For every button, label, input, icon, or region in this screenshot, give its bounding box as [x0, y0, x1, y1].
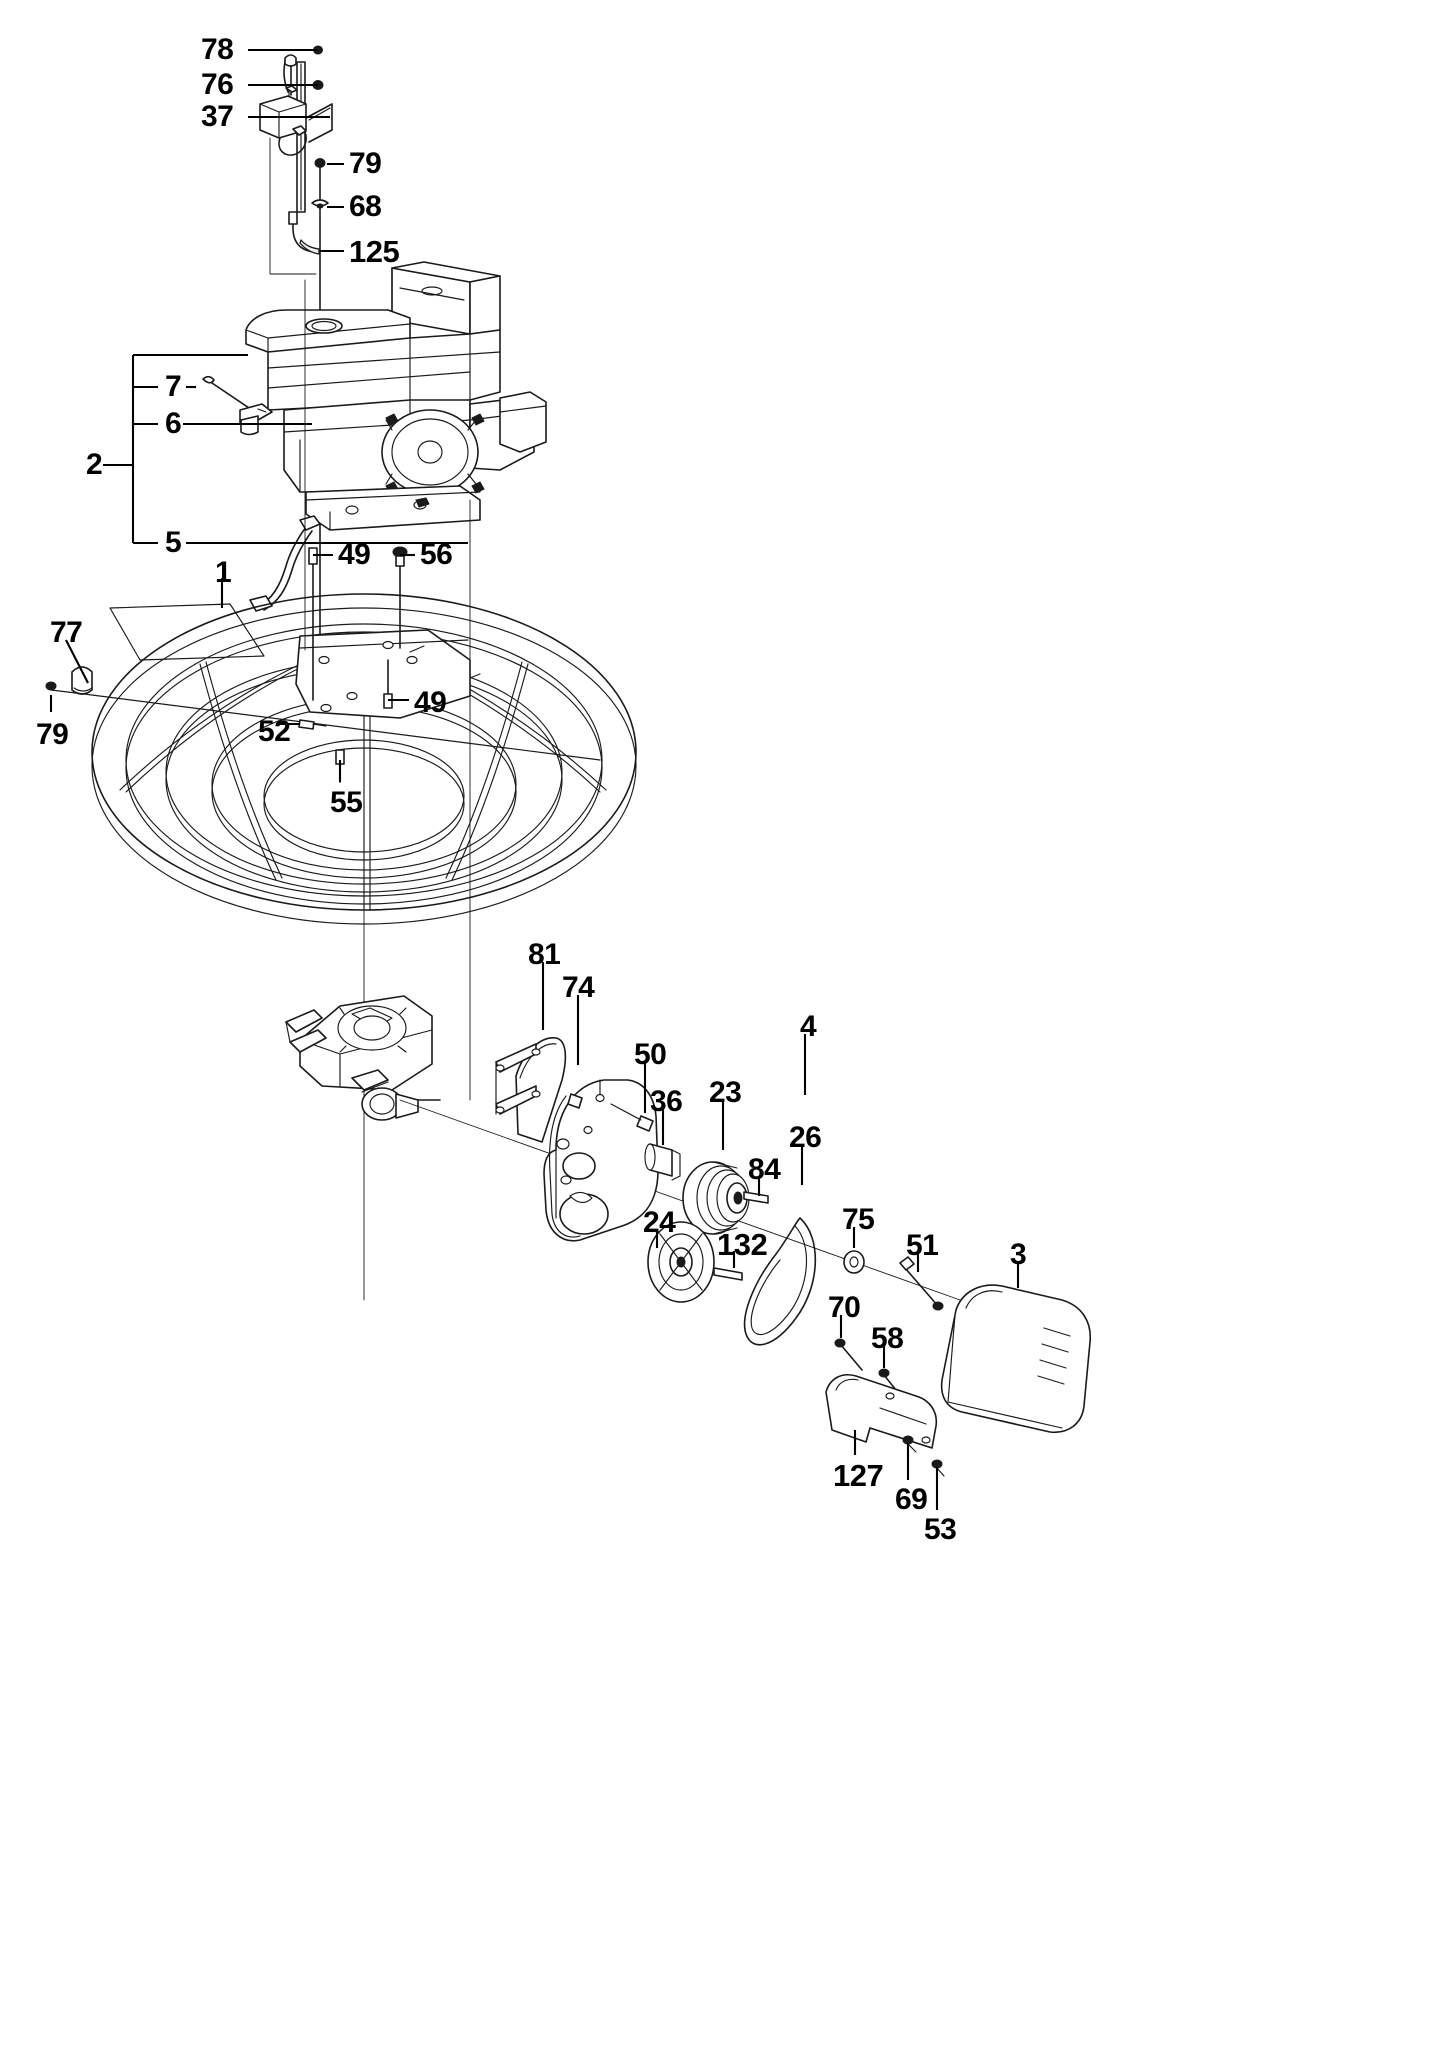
callout-78: 78: [201, 33, 234, 66]
callout-81: 81: [528, 938, 561, 971]
callout-4: 4: [800, 1010, 817, 1043]
callout-77: 77: [50, 616, 83, 649]
group-ring-guard: [45, 279, 637, 1301]
callout-53: 53: [924, 1513, 957, 1546]
callout-125: 125: [349, 234, 400, 269]
callout-7: 7: [165, 370, 182, 403]
callout-84: 84: [748, 1153, 781, 1186]
group-throttle-switch: [259, 45, 333, 213]
callout-74: 74: [562, 971, 595, 1004]
callout-23: 23: [709, 1076, 742, 1109]
leader-line-77: [65, 639, 89, 684]
callout-75: 75: [842, 1203, 875, 1236]
group-engine: [202, 261, 547, 612]
callout-79: 79: [349, 147, 382, 180]
callout-6: 6: [165, 407, 182, 440]
callout-3: 3: [1010, 1238, 1027, 1271]
callout-49: 49: [338, 538, 371, 571]
callout-58: 58: [871, 1322, 904, 1355]
callout-49: 49: [414, 686, 447, 719]
callout-70: 70: [828, 1291, 861, 1324]
callout-68: 68: [349, 190, 382, 223]
callout-5: 5: [165, 526, 182, 559]
callout-50: 50: [634, 1038, 667, 1071]
callout-1: 1: [215, 556, 232, 589]
callout-leader-lines: [49, 48, 1020, 1510]
callout-37: 37: [201, 100, 234, 133]
callout-79: 79: [36, 718, 69, 751]
callout-36: 36: [650, 1085, 683, 1118]
callout-24: 24: [643, 1206, 676, 1239]
callout-127: 127: [833, 1458, 884, 1493]
group-gearbox: [285, 995, 961, 1301]
callout-52: 52: [258, 715, 291, 748]
group-drive-assembly: [495, 1037, 1091, 1477]
callout-55: 55: [330, 786, 363, 819]
callout-56: 56: [420, 538, 453, 571]
callout-69: 69: [895, 1483, 928, 1516]
callout-76: 76: [201, 68, 234, 101]
callout-2: 2: [86, 448, 103, 481]
callout-26: 26: [789, 1121, 822, 1154]
callout-132: 132: [717, 1227, 768, 1262]
callout-51: 51: [906, 1229, 939, 1262]
